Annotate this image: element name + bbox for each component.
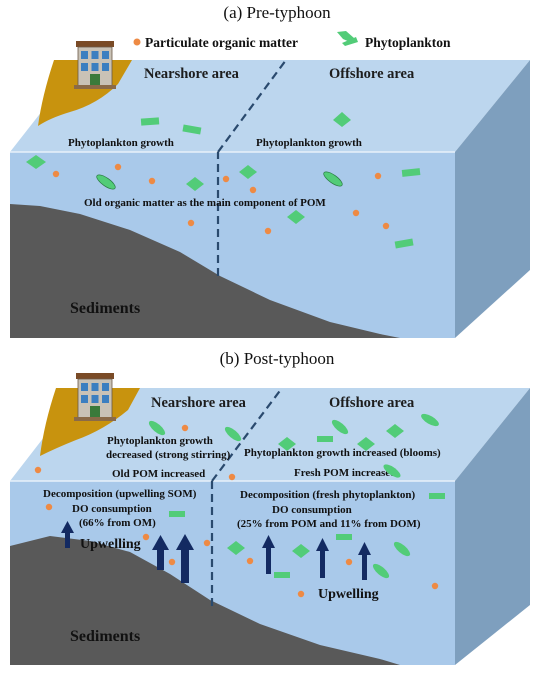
phytoplankton-cell — [182, 124, 202, 135]
nearshore-label-b: Nearshore area — [151, 395, 247, 411]
pom-particle — [264, 227, 272, 235]
pom-particle — [45, 503, 53, 511]
phytoplankton-cell — [401, 168, 421, 177]
water-side-a — [455, 60, 530, 338]
pom-particle — [431, 582, 439, 590]
pom-particle — [246, 557, 254, 565]
off-growth-b: Phytoplankton growth increased (blooms) — [244, 447, 441, 459]
pom-particle — [297, 590, 305, 598]
legend-pom-label: Particulate organic matter — [145, 35, 298, 50]
pom-particle — [352, 209, 360, 217]
upwelling-arrow — [316, 538, 329, 578]
phytoplankton-cell — [383, 464, 401, 478]
phytoplankton-cell — [96, 174, 116, 190]
legend: Particulate organic matter Phytoplankton — [133, 31, 451, 50]
pom-particle — [187, 219, 195, 227]
off-growth-a: Phytoplankton growth — [256, 137, 362, 149]
near-decomp-b: Decomposition (upwelling SOM) — [43, 488, 197, 500]
phytoplankton-cell — [186, 177, 204, 191]
phytoplankton-cell — [239, 165, 257, 179]
pom-particle — [142, 533, 150, 541]
pom-particle — [249, 186, 257, 194]
offshore-label-a: Offshore area — [329, 66, 415, 82]
pom-particle — [228, 473, 236, 481]
pom-particle — [203, 539, 211, 547]
zone-divider-a-top — [217, 59, 287, 153]
water-side-b — [455, 388, 530, 665]
pom-particle — [168, 558, 176, 566]
sediment-b — [10, 536, 400, 665]
phytoplankton-cell — [278, 437, 296, 451]
phytoplankton-cell — [331, 419, 349, 435]
off-pom-b: Fresh POM increased — [294, 467, 396, 479]
upwelling-label-left: Upwelling — [80, 537, 141, 552]
pom-particle — [374, 172, 382, 180]
near-growth-a: Phytoplankton growth — [68, 137, 174, 149]
phytoplankton-cell — [357, 437, 375, 451]
sediments-label-b: Sediments — [70, 628, 140, 645]
panel-a-caption: (a) Pre-typhoon — [223, 3, 331, 22]
building-icon — [73, 40, 117, 90]
pom-particle — [181, 424, 189, 432]
sediment-a — [10, 204, 400, 338]
upwelling-arrow — [61, 521, 74, 548]
phytoplankton-cell — [333, 112, 351, 127]
phytoplankton-cell — [317, 436, 333, 442]
phytoplankton-cell — [292, 544, 310, 558]
pom-note-a: Old organic matter as the main component… — [84, 197, 326, 209]
phytoplankton-cell — [140, 117, 160, 126]
near-pom-b: Old POM increased — [112, 468, 205, 480]
near-growth-b-line1: Phytoplankton growth — [107, 435, 213, 447]
phytoplankton-cell — [323, 171, 343, 187]
upwelling-arrow — [262, 535, 275, 574]
pom-particle — [114, 163, 122, 171]
phytoplankton-cell — [227, 541, 245, 555]
land-b — [40, 388, 140, 456]
near-do-pct-b: (66% from OM) — [79, 517, 156, 529]
upwelling-label-right: Upwelling — [318, 587, 379, 602]
panel-post-typhoon: (b) Post-typhoon Nearshore area Offshore… — [10, 349, 530, 665]
phytoplankton-cell — [26, 155, 46, 169]
upwelling-arrow — [152, 535, 169, 570]
phytoplankton-cell — [429, 493, 445, 499]
phytoplankton-legend-icon — [337, 31, 358, 46]
panel-b-caption: (b) Post-typhoon — [220, 349, 335, 368]
pom-particle — [345, 558, 353, 566]
phytoplankton-cell — [393, 541, 411, 557]
phytoplankton-cell — [394, 238, 414, 249]
phytoplankton-cell — [386, 424, 404, 438]
phytoplankton-cell — [421, 413, 439, 427]
panel-pre-typhoon: (a) Pre-typhoon Nearshore area Offshore … — [10, 3, 530, 338]
phytoplankton-cell — [274, 572, 290, 578]
near-growth-b-line2: decreased (strong stirring) — [106, 449, 231, 461]
pom-particle — [148, 177, 156, 185]
upwelling-arrow — [358, 542, 371, 580]
near-do-b: DO consumption — [72, 503, 152, 515]
off-do-pct-b: (25% from POM and 11% from DOM) — [237, 518, 421, 530]
legend-phyto-label: Phytoplankton — [365, 35, 451, 50]
nearshore-label-a: Nearshore area — [144, 66, 240, 82]
pom-particle — [34, 466, 42, 474]
phytoplankton-cell — [336, 534, 352, 540]
building-icon — [73, 372, 117, 422]
upwelling-arrow — [176, 534, 194, 583]
phytoplankton-cell — [148, 420, 166, 436]
pom-legend-marker — [133, 38, 141, 46]
water-surface-b — [10, 388, 530, 481]
phytoplankton-cell — [287, 210, 305, 224]
off-decomp-b: Decomposition (fresh phytoplankton) — [240, 489, 416, 501]
zone-divider-b-top — [211, 387, 283, 482]
phytoplankton-cell — [224, 426, 242, 442]
pom-particle — [382, 222, 390, 230]
pom-particle — [52, 170, 60, 178]
phytoplankton-cell — [169, 511, 185, 517]
water-surface-a — [10, 60, 530, 152]
offshore-label-b: Offshore area — [329, 395, 415, 411]
phytoplankton-cell — [372, 563, 390, 579]
off-do-b: DO consumption — [272, 504, 352, 516]
sediments-label-a: Sediments — [70, 300, 140, 317]
pom-particle — [222, 175, 230, 183]
